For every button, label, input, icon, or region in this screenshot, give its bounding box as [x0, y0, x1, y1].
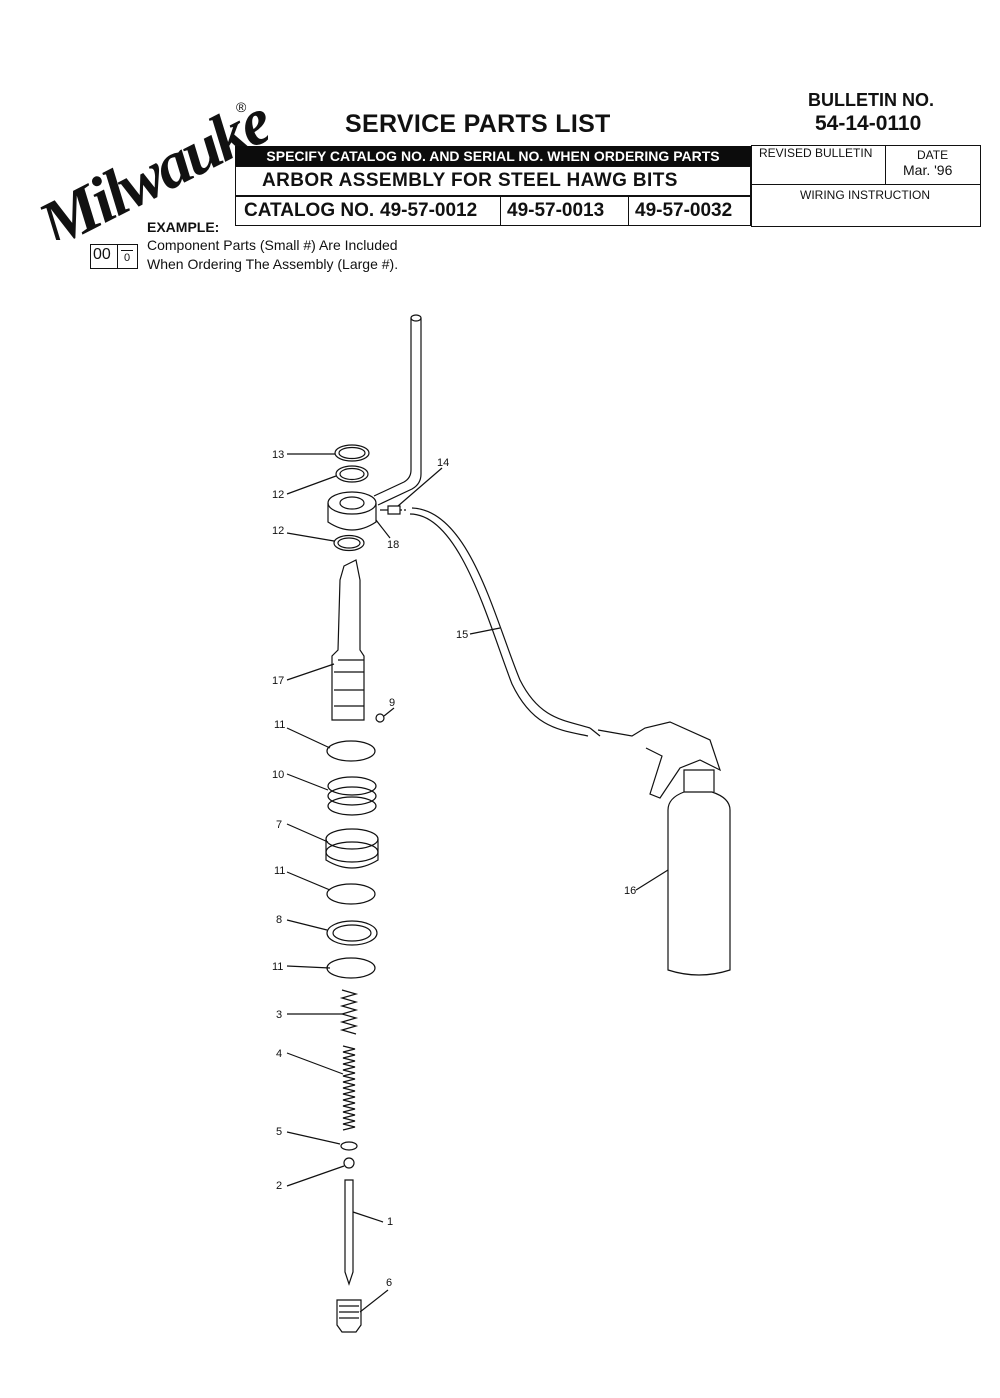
divider — [752, 184, 980, 185]
callout-6: 6 — [386, 1277, 392, 1289]
part-9-ball — [375, 713, 385, 723]
assembly-name: ARBOR ASSEMBLY FOR STEEL HAWG BITS — [262, 170, 678, 191]
part-17-arbor — [331, 559, 365, 721]
callout-10: 10 — [272, 769, 284, 781]
callout-11: 11 — [274, 865, 285, 877]
callout-11: 11 — [274, 719, 285, 731]
assembly-name-box — [235, 166, 751, 197]
part-11-ring-c — [326, 957, 376, 979]
part-4-spring — [342, 1045, 356, 1131]
catalog-number-1: 49-57-0012 — [380, 200, 478, 221]
divider — [121, 250, 133, 251]
part-5-washer — [340, 1141, 358, 1151]
oil-tube — [373, 318, 412, 497]
callout-11: 11 — [272, 961, 283, 973]
callout-18: 18 — [387, 539, 399, 551]
part-2-ball — [343, 1157, 355, 1169]
callout-15: 15 — [456, 629, 468, 641]
callout-2: 2 — [276, 1180, 282, 1192]
catalog-row — [235, 195, 751, 226]
callout-7: 7 — [276, 819, 282, 831]
part-12-oring-lower — [333, 534, 365, 552]
milwaukee-logo: Milwaukee ® — [27, 90, 268, 240]
callout-5: 5 — [276, 1126, 282, 1138]
part-18-collar — [327, 503, 377, 531]
example-small-number: 0 — [124, 252, 131, 264]
wiring-instruction-label: WIRING INSTRUCTION — [800, 188, 930, 202]
callout-13: 13 — [272, 449, 284, 461]
divider — [885, 146, 886, 184]
revision-box — [751, 145, 981, 227]
part-10-spring — [327, 776, 377, 796]
part-8-washer — [326, 920, 378, 946]
part-6-nozzle — [336, 1299, 362, 1333]
specify-banner: SPECIFY CATALOG NO. AND SERIAL NO. WHEN … — [235, 146, 751, 166]
part-3-spring — [339, 989, 359, 1035]
callout-3: 3 — [276, 1009, 282, 1021]
callout-9: 9 — [389, 697, 395, 709]
part-13-ring — [334, 444, 370, 462]
example-line-2: When Ordering The Assembly (Large #). — [147, 256, 399, 272]
catalog-number-3: 49-57-0032 — [635, 200, 733, 221]
part-7-bushing — [325, 828, 379, 850]
revised-bulletin-label: REVISED BULLETIN — [759, 146, 873, 160]
catalog-number-2: 49-57-0013 — [507, 200, 605, 221]
svg-text:®: ® — [236, 99, 247, 115]
example-label: EXAMPLE: — [147, 219, 220, 235]
callout-12: 12 — [272, 489, 284, 501]
callout-17: 17 — [272, 675, 284, 687]
date-label: DATE — [917, 148, 949, 162]
part-16-spray-bottle — [667, 791, 731, 976]
example-box — [90, 244, 138, 269]
part-12-oring — [335, 465, 369, 483]
part-11-ring-b — [326, 883, 376, 905]
example-large-number: 00 — [93, 246, 111, 263]
callout-4: 4 — [276, 1048, 282, 1060]
divider — [628, 196, 629, 226]
divider — [500, 196, 501, 226]
part-15-hose — [411, 507, 591, 729]
callout-16: 16 — [624, 885, 636, 897]
bulletin-label: BULLETIN NO. — [808, 90, 934, 110]
page-title: SERVICE PARTS LIST — [345, 110, 611, 138]
part-14-fitting — [380, 505, 401, 515]
callout-12: 12 — [272, 525, 284, 537]
part-11-ring-a — [326, 740, 376, 762]
callout-8: 8 — [276, 914, 282, 926]
part-1-pin — [344, 1179, 354, 1286]
date-value: Mar. '96 — [903, 162, 953, 178]
bulletin-number: 54-14-0110 — [815, 112, 922, 135]
catalog-label: CATALOG NO. — [244, 200, 375, 221]
callout-1: 1 — [387, 1216, 393, 1228]
example-line-1: Component Parts (Small #) Are Included — [147, 237, 398, 253]
divider — [117, 245, 118, 268]
callout-14: 14 — [437, 457, 449, 469]
